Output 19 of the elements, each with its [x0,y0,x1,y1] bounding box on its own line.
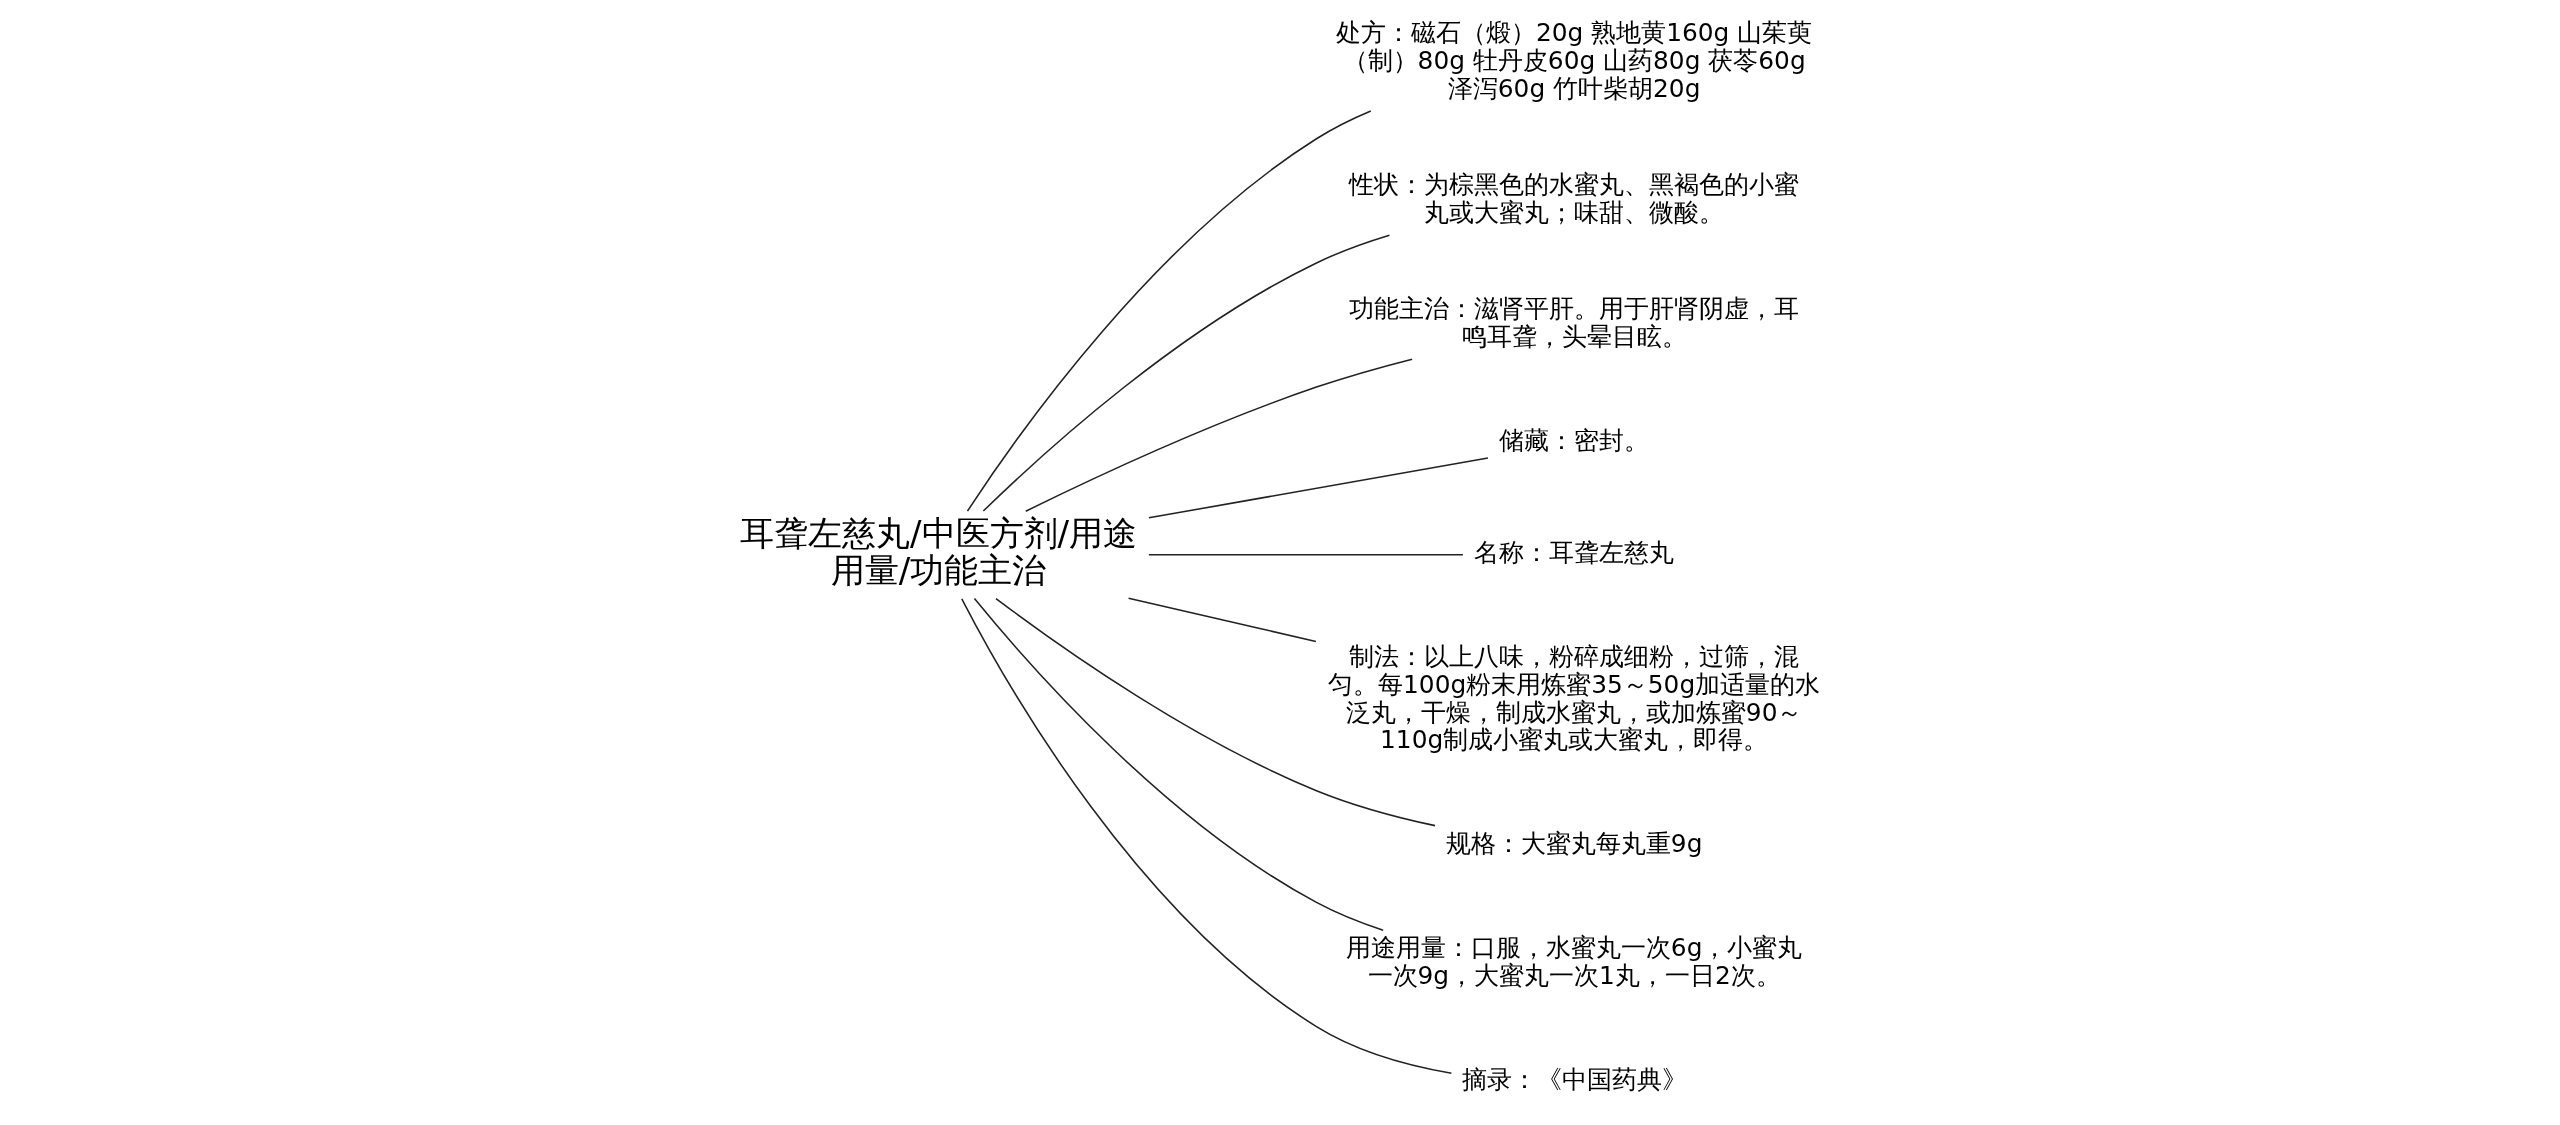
node-text: 摘录：《中国药典》 [1461,1065,1687,1095]
node-text: 用途用量：口服，水蜜丸一次6g，小蜜丸一次9g，大蜜丸一次1丸，一日2次。 [1345,933,1803,991]
node-text: 性状：为棕黑色的水蜜丸、黑褐色的小蜜丸或大蜜丸；味甜、微酸。 [1349,169,1800,227]
node-text: 功能主治：滋肾平肝。用于肝肾阴虚，耳鸣耳聋，头晕目眩。 [1349,293,1800,351]
node-text: 制法：以上八味，粉碎成细粉，过筛，混匀。每100g粉末用炼蜜35～50g加适量的水泛丸，干燥，制成水蜜丸，或加炼蜜90～110g制成小蜜丸或大蜜丸，即得。 [1328,641,1821,755]
node-text: 耳聋左慈丸/中医方剂/用途用量/功能主治 [740,512,1138,591]
connector [1025,358,1413,512]
connector [973,597,1384,932]
connector [1148,553,1464,556]
node-text: 名称：耳聋左慈丸 [1474,537,1675,567]
connector [961,598,1453,1074]
connector [966,110,1372,512]
connector [995,597,1436,827]
node-text: 处方：磁石（煅）20g 熟地黄160g 山茱萸（制）80g 牡丹皮60g 山药80g 茯苓60g 泽泻60g 竹叶柴胡20g [1335,17,1813,103]
connector [1127,597,1317,643]
connector [982,234,1391,512]
connector [1148,457,1489,519]
node-text: 储藏：密封。 [1499,425,1650,455]
node-text: 规格：大蜜丸每丸重9g [1445,829,1703,859]
